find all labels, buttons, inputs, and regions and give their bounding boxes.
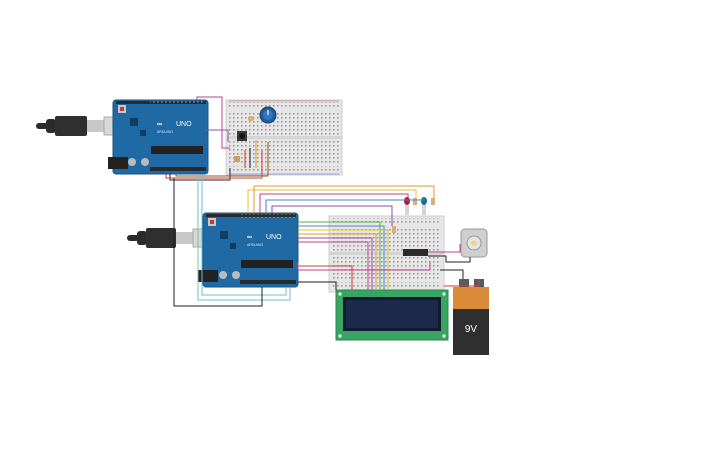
arduino-2-logo-icon: ∞	[247, 234, 252, 241]
push-button[interactable]	[237, 131, 247, 141]
arduino-2-brand: UNO	[266, 234, 282, 241]
arduino-2-sub-label: ARDUINO	[247, 243, 263, 247]
battery-9v: 9V	[453, 279, 489, 355]
lcd-display	[335, 289, 449, 341]
wires	[165, 96, 480, 307]
arduino-1-sub-label: ARDUINO	[157, 130, 173, 134]
dc-motor	[460, 228, 488, 258]
led-blue	[421, 197, 427, 215]
battery-label: 9V	[465, 324, 478, 335]
arduino-1-logo-icon: ∞	[157, 121, 162, 128]
arduino-1-brand: UNO	[176, 121, 192, 128]
led-red	[404, 197, 410, 215]
resistors-led	[392, 198, 435, 233]
driver-chip	[403, 249, 428, 256]
resistor-small	[234, 156, 240, 162]
potentiometer[interactable]	[259, 106, 277, 124]
resistor-top	[248, 116, 254, 121]
arduino-uno-bottom[interactable]: ∞ UNO ARDUINO	[198, 212, 299, 288]
arduino-uno-top[interactable]: ∞ UNO ARDUINO	[108, 99, 209, 175]
